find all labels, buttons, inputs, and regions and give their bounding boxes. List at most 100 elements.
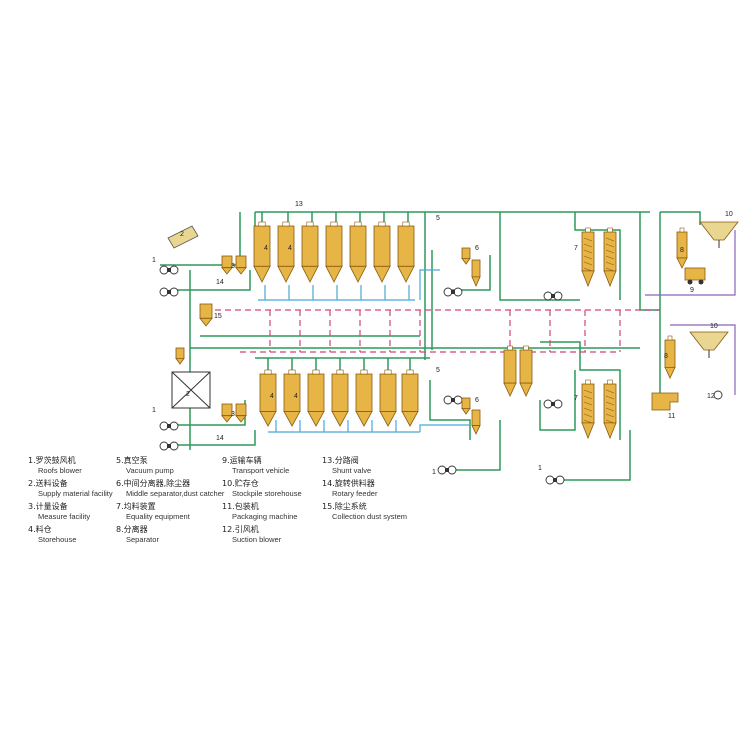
measure-tank: [221, 403, 233, 423]
suction-blower: [713, 390, 723, 400]
roots-blower: [159, 287, 179, 297]
label-collection: 15: [214, 313, 222, 320]
roots-blower: [437, 465, 457, 475]
right-mid-loop: [540, 341, 621, 440]
measure-tank: [235, 403, 247, 423]
roots-blower: [443, 395, 463, 405]
equipment-group: [159, 221, 739, 485]
dust-catcher: [471, 409, 481, 435]
bottom-branch-down: [267, 358, 411, 370]
label-blower: 1: [432, 469, 436, 476]
legend-item-cn: 13.分路阀: [322, 456, 359, 465]
measure-tank: [235, 255, 247, 275]
storehouse-silo: [397, 221, 415, 283]
label-packaging: 11: [668, 413, 675, 420]
small-separator: [175, 347, 185, 365]
legend-item-cn: 6.中间分离器,除尘器: [116, 479, 191, 488]
legend-item-en: Storehouse: [38, 535, 77, 544]
storehouse-silo: [349, 221, 367, 283]
legend-item-en: Separator: [126, 535, 159, 544]
roots-blower: [159, 421, 179, 431]
legend-item-cn: 11.包装机: [222, 502, 259, 511]
equality-storage: [699, 221, 739, 248]
legend-item-en: Measure facility: [38, 512, 91, 521]
storehouse-label: 4: [294, 393, 298, 400]
storehouse-silo: [259, 369, 277, 427]
top-branch-down: [261, 212, 409, 222]
stockpile-storehouse: [581, 227, 595, 288]
purple-mid-right: [670, 324, 736, 395]
mid-tank: [519, 345, 533, 397]
label-separator: 8: [664, 353, 668, 360]
legend-item-en: Collection dust system: [332, 512, 408, 521]
label-stockpile: 7: [574, 245, 578, 252]
separator: [664, 335, 676, 379]
legend-item-cn: 14.旋转供料器: [322, 479, 375, 488]
equality-storage: [689, 331, 729, 358]
label-rotary: 14: [216, 279, 224, 286]
blue-pipes: [258, 269, 470, 433]
label-equality: 10: [725, 211, 733, 218]
legend-item-cn: 7.均料装置: [116, 502, 156, 511]
green-conveying-pipes: [160, 211, 701, 481]
storehouse-silo: [277, 221, 295, 283]
label-vacuum: 5: [436, 215, 440, 222]
label-supply: 2: [186, 391, 190, 398]
pink-dust-pipes: [205, 309, 660, 353]
roots-blower: [159, 441, 179, 451]
storehouse-silo: [283, 369, 301, 427]
dust-collector: [199, 303, 213, 327]
label-equality: 10: [710, 323, 718, 330]
roots-blower: [443, 287, 463, 297]
storehouse-silo: [373, 221, 391, 283]
roots-blower: [159, 265, 179, 275]
legend-item-cn: 10.贮存仓: [222, 479, 259, 488]
pink-verticals: [269, 310, 621, 352]
storehouse-label: 4: [264, 245, 268, 252]
storehouse-silo: [331, 369, 349, 427]
middle-separator: [461, 247, 471, 265]
label-vehicle: 9: [690, 287, 694, 294]
right-section-top: [499, 212, 580, 301]
mid-tank: [503, 345, 517, 397]
legend-item-cn: 1.罗茨鼓风机: [28, 456, 76, 465]
purple-top-right: [645, 230, 736, 296]
legend-item-en: Packaging machine: [232, 512, 298, 521]
label-middle-separator: 6: [475, 245, 479, 252]
label-blower: 1: [152, 257, 156, 264]
blue-bottom-return: [268, 420, 420, 433]
storehouse-silo: [307, 369, 325, 427]
left-feed-pipe-top2: [170, 270, 251, 291]
storehouse-silo: [379, 369, 397, 427]
lower-right-branch: [539, 370, 576, 431]
far-bottom-pipe2: [550, 430, 631, 481]
label-supply: 2: [180, 231, 184, 238]
stockpile-storehouse: [603, 379, 617, 440]
transport-vehicle: [684, 267, 706, 281]
left-feed-pipe-bot2: [170, 430, 256, 446]
legend-item-cn: 4.料仓: [28, 525, 52, 534]
legend-item-cn: 9.运输车辆: [222, 456, 262, 465]
upper-right-feeder-pipe: [450, 255, 491, 291]
roots-blower: [545, 475, 565, 485]
legend-item-cn: 12.引风机: [222, 525, 259, 534]
roots-blower: [543, 291, 563, 301]
separator: [676, 227, 688, 269]
top-right-pipe: [660, 211, 701, 225]
legend-item-cn: 2.送料设备: [28, 479, 68, 488]
label-vacuum: 5: [436, 367, 440, 374]
storehouse-silo: [355, 369, 373, 427]
stockpile-storehouse: [603, 227, 617, 288]
label-stockpile: 7: [574, 395, 578, 402]
